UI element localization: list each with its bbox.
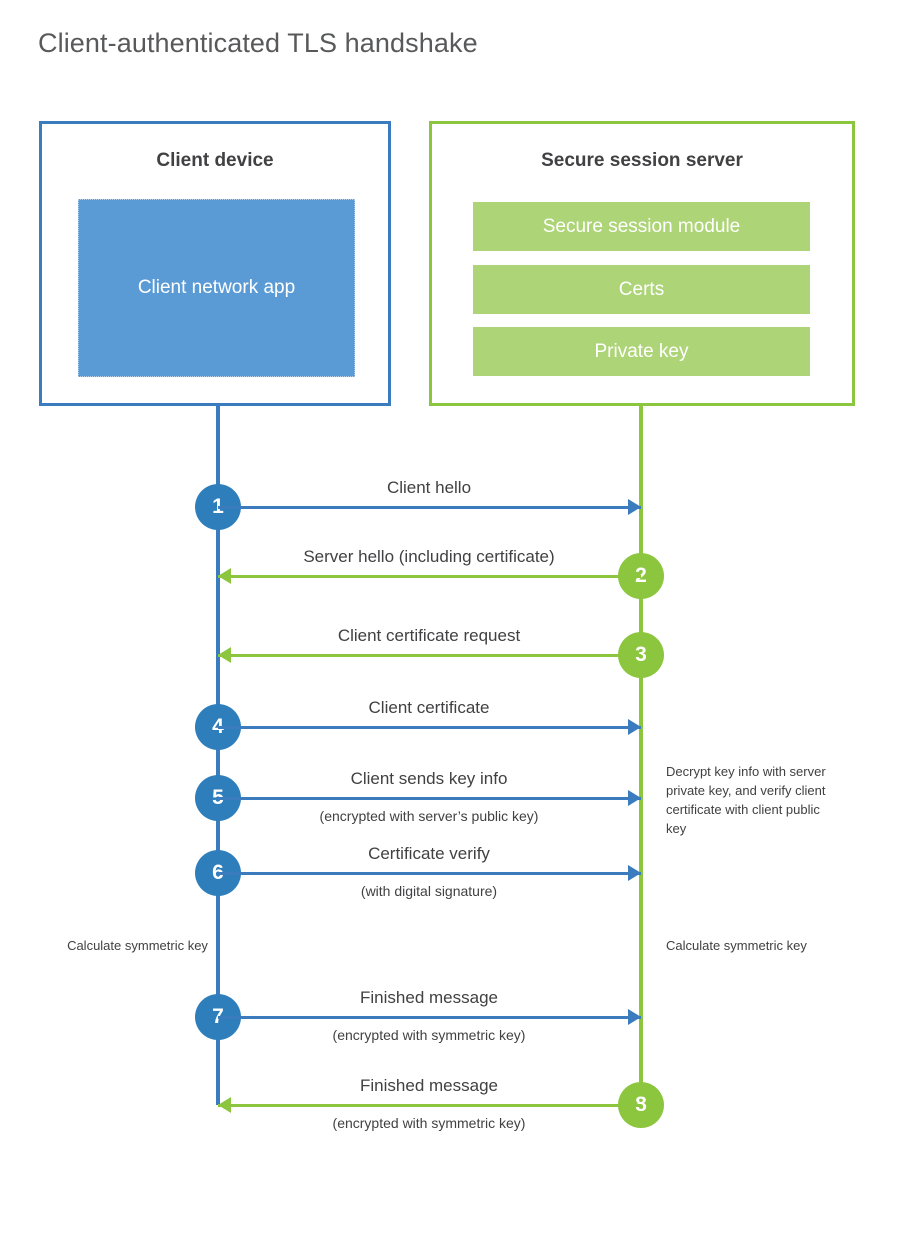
secure-session-server-box: Secure session server Secure session mod… [429, 121, 855, 406]
step-sublabel-8: (encrypted with symmetric key) [332, 1115, 526, 1131]
step-arrow-head-7 [628, 1009, 641, 1025]
step-arrow-head-6 [628, 865, 641, 881]
server-lifeline [639, 406, 643, 1105]
note-decrypt-key-info: Decrypt key info with server private key… [666, 764, 826, 836]
step-arrow-head-4 [628, 719, 641, 735]
step-arrow-line-3 [218, 654, 641, 657]
step-circle-8[interactable]: 8 [618, 1082, 664, 1128]
step-arrow-line-8 [218, 1104, 641, 1107]
step-label-7: Finished message [360, 988, 498, 1007]
client-device-box: Client device Client network app [39, 121, 391, 406]
step-arrow-head-2 [218, 568, 231, 584]
client-lifeline [216, 406, 220, 1105]
step-arrow-line-7 [218, 1016, 641, 1019]
step-arrow-line-5 [218, 797, 641, 800]
step-arrow-line-6 [218, 872, 641, 875]
step-arrow-head-8 [218, 1097, 231, 1113]
step-sublabel-5: (encrypted with server’s public key) [319, 808, 539, 824]
page-title: Client-authenticated TLS handshake [38, 28, 478, 58]
step-label-6: Certificate verify [368, 844, 490, 863]
step-label-3: Client certificate request [337, 626, 521, 645]
step-label-1: Client hello [386, 478, 472, 497]
step-label-4: Client certificate [368, 698, 490, 717]
note-calculate-symmetric-key-server: Calculate symmetric key [666, 938, 807, 953]
server-module-secure-session-module: Secure session module [473, 202, 810, 251]
step-label-5: Client sends key info [350, 769, 508, 788]
step-arrow-head-3 [218, 647, 231, 663]
step-arrow-head-1 [628, 499, 641, 515]
step-circle-2[interactable]: 2 [618, 553, 664, 599]
step-arrow-line-2 [218, 575, 641, 578]
client-network-app-block: Client network app [78, 199, 355, 377]
server-module-certs: Certs [473, 265, 810, 314]
step-arrow-line-4 [218, 726, 641, 729]
step-label-2: Server hello (including certificate) [303, 547, 555, 566]
step-arrow-line-1 [218, 506, 641, 509]
client-device-title: Client device [156, 150, 274, 171]
secure-session-server-title: Secure session server [541, 150, 743, 171]
step-arrow-head-5 [628, 790, 641, 806]
note-calculate-symmetric-key-client: Calculate symmetric key [67, 938, 208, 953]
step-label-8: Finished message [360, 1076, 498, 1095]
step-sublabel-6: (with digital signature) [360, 883, 498, 899]
step-sublabel-7: (encrypted with symmetric key) [332, 1027, 526, 1043]
server-module-private-key: Private key [473, 327, 810, 376]
